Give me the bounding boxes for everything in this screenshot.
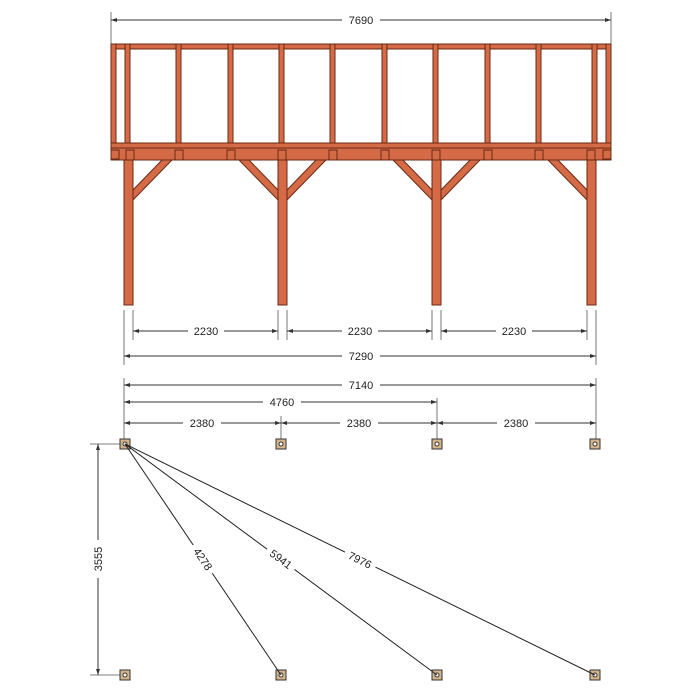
post-spacing-label-3: 2230	[502, 326, 526, 338]
baluster	[381, 43, 388, 160]
main-post-2	[277, 159, 288, 306]
baluster	[535, 43, 542, 160]
main-post-1	[123, 159, 134, 306]
depth-label: 3555	[93, 547, 105, 571]
railing-end-post-left	[110, 43, 117, 160]
main-beam	[110, 142, 612, 149]
post-spacing-dimensions: 2230 2230 2230	[123, 310, 597, 365]
diagonal-dimensions: 4278 5941 7976	[124, 443, 596, 676]
overall-width-dimension: 7690	[110, 12, 612, 44]
baluster	[175, 43, 182, 160]
diagonal-label-3: 7976	[346, 550, 373, 572]
overall-width-label: 7690	[349, 15, 373, 27]
main-post-4	[586, 159, 597, 306]
post-overall-label: 7290	[349, 351, 373, 363]
front-elevation	[110, 43, 612, 306]
railing-end-post-right	[605, 43, 612, 160]
railing-inner-post-left	[124, 43, 131, 160]
plan-spacing-label-3: 2380	[504, 418, 528, 430]
post-spacing-label-2: 2230	[348, 326, 372, 338]
main-post-3	[431, 159, 442, 306]
depth-dimension: 3555	[90, 443, 120, 676]
baluster	[432, 43, 439, 160]
plan-partial-label: 4760	[270, 397, 294, 409]
baluster	[278, 43, 285, 160]
plan-dimensions: 7140 4760 2380 2380 2380	[123, 378, 597, 440]
balusters	[175, 43, 542, 160]
baluster	[227, 43, 234, 160]
post-spacing-label-1: 2230	[194, 326, 218, 338]
plan-spacing-label-1: 2380	[190, 418, 214, 430]
plan-overall-label: 7140	[349, 380, 373, 392]
baluster	[484, 43, 491, 160]
railing-inner-post-right	[591, 43, 598, 160]
post-overall-dimension: 7290	[124, 349, 596, 363]
plan-spacing-label-2: 2380	[347, 418, 371, 430]
baluster	[329, 43, 336, 160]
knee-braces	[132, 159, 588, 202]
